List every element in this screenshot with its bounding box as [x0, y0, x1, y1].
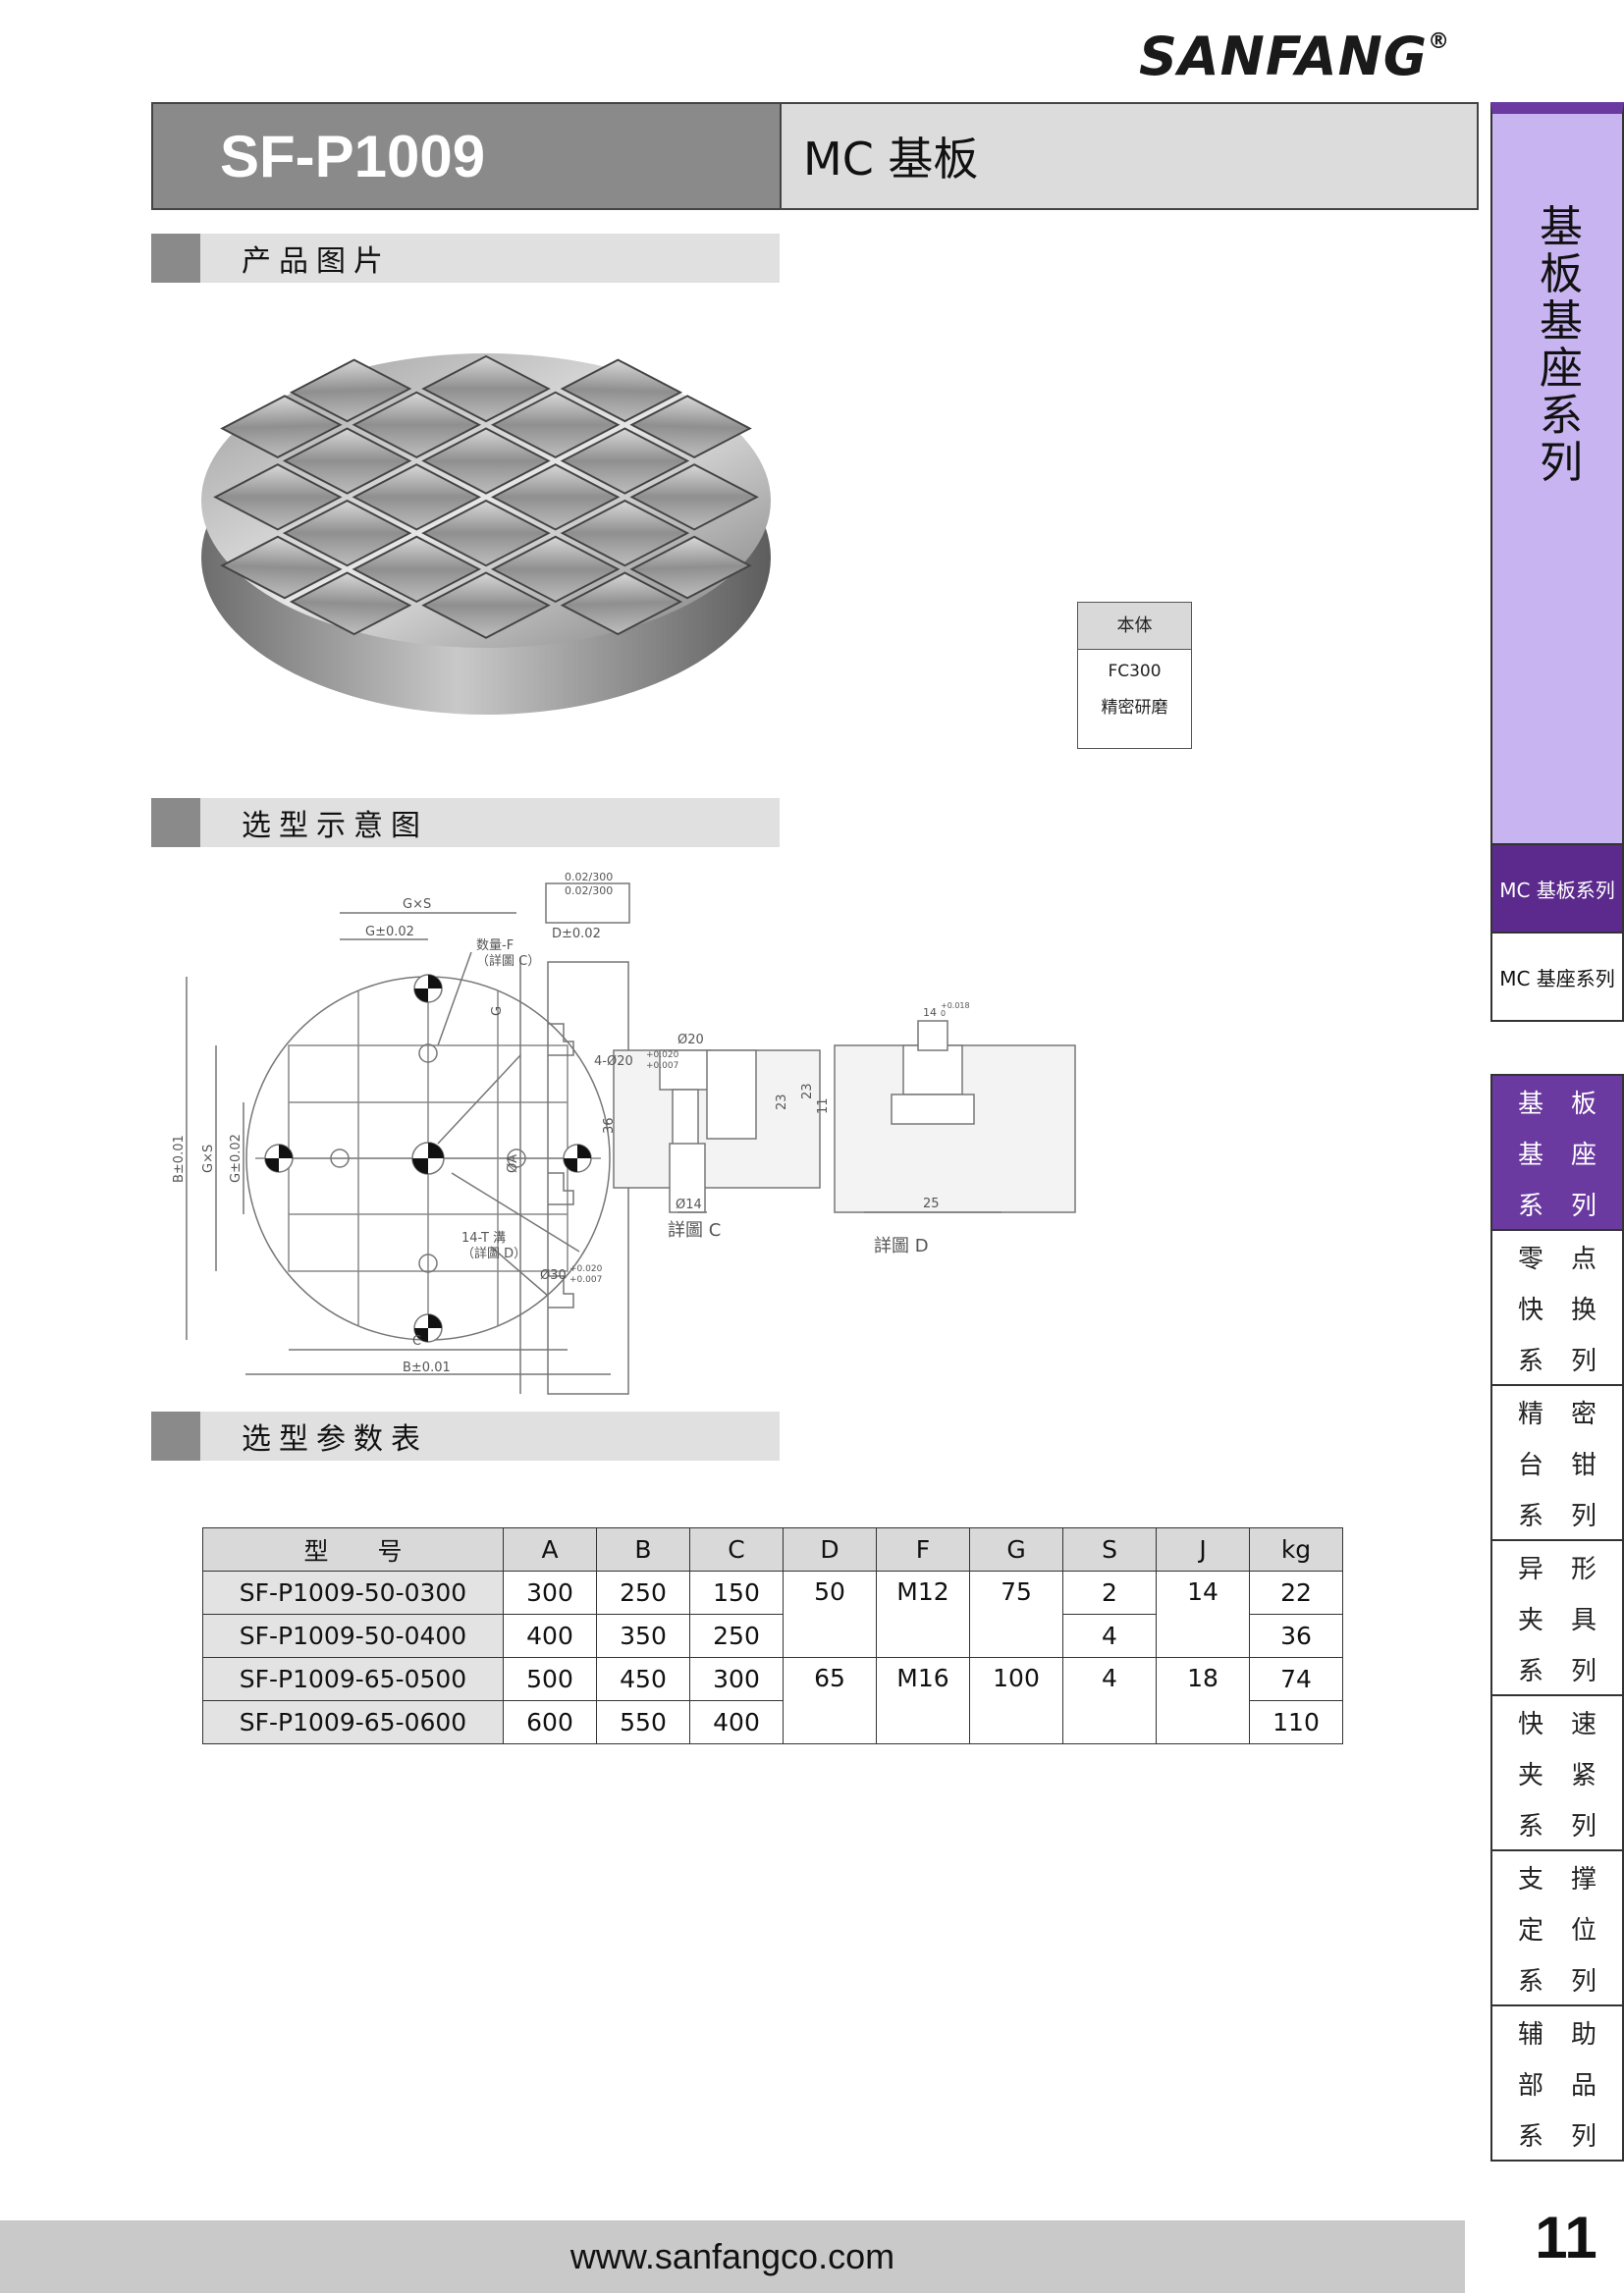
- product-image: [201, 353, 771, 715]
- svg-text:11: 11: [816, 1097, 831, 1114]
- product-name-block: MC 基板: [782, 104, 1477, 208]
- svg-text:詳圖 D: 詳圖 D: [874, 1236, 929, 1256]
- sidebar: 基板基座系列 MC 基板系列 MC 基座系列: [1490, 102, 1624, 1022]
- svg-text:B±0.01: B±0.01: [172, 1135, 187, 1183]
- svg-text:0.02/300: 0.02/300: [565, 871, 613, 883]
- page-number: 11: [1535, 2205, 1597, 2270]
- category-accessories-series[interactable]: 辅助 部品 系列: [1490, 2004, 1624, 2162]
- svg-text:C: C: [412, 1334, 421, 1349]
- svg-text:B±0.01: B±0.01: [403, 1361, 451, 1375]
- svg-text:+0.007: +0.007: [569, 1275, 602, 1285]
- grid-blocks: [213, 354, 759, 639]
- svg-text:Ø20: Ø20: [677, 1033, 704, 1047]
- material-header: 本体: [1078, 603, 1191, 650]
- svg-text:25: 25: [923, 1197, 940, 1211]
- svg-text:+0.020: +0.020: [646, 1050, 679, 1060]
- svg-text:G×S: G×S: [201, 1145, 216, 1173]
- svg-text:G±0.02: G±0.02: [229, 1134, 244, 1183]
- category-base-series[interactable]: 基板 基座 系列: [1490, 1074, 1624, 1231]
- category-vise-series[interactable]: 精密 台钳 系列: [1490, 1384, 1624, 1541]
- category-custom-fixture-series[interactable]: 异形 夹具 系列: [1490, 1539, 1624, 1696]
- material-spec-box: 本体 FC300 精密研磨: [1077, 602, 1192, 749]
- section-photo-heading: 产品图片: [151, 234, 780, 283]
- svg-text:23: 23: [775, 1094, 789, 1110]
- svg-text:詳圖 C: 詳圖 C: [668, 1220, 721, 1241]
- sidebar-main-tab[interactable]: 基板基座系列: [1490, 102, 1624, 845]
- product-name: MC 基板: [803, 133, 979, 186]
- category-quick-clamp-series[interactable]: 快速 夹紧 系列: [1490, 1694, 1624, 1851]
- svg-text:+0.020: +0.020: [569, 1264, 603, 1274]
- svg-text:G: G: [490, 1006, 505, 1016]
- svg-text:G×S: G×S: [403, 897, 431, 912]
- section-marker: [151, 234, 200, 283]
- parameter-table: 型 号 A B C D F G S J kg SF-P1009-50-0300 …: [202, 1527, 1343, 1744]
- svg-text:14-T 溝: 14-T 溝: [461, 1231, 506, 1246]
- svg-text:数量-F: 数量-F: [476, 938, 514, 953]
- svg-text:+0.007: +0.007: [646, 1061, 678, 1071]
- model-block: SF-P1009: [153, 104, 782, 208]
- table-header-row: 型 号 A B C D F G S J kg: [202, 1527, 1343, 1572]
- svg-text:Ø14: Ø14: [676, 1198, 702, 1212]
- detail-c-section: [613, 1049, 821, 1213]
- sidebar-item-mc-base-plate[interactable]: MC 基板系列: [1490, 845, 1624, 934]
- material-value: FC300: [1108, 662, 1162, 681]
- detail-d-section: [834, 1020, 1076, 1213]
- technical-drawing: G×S G±0.02 数量-F （詳圖 C） 4-Ø20 +0.020 +0.0…: [172, 871, 1076, 1395]
- table-row: SF-P1009-50-0300 300 250 150 50 M12 75 2…: [202, 1571, 1343, 1658]
- title-bar: SF-P1009 MC 基板: [151, 102, 1479, 210]
- sidebar-main-title: 基板基座系列: [1540, 202, 1583, 488]
- svg-text:23: 23: [800, 1083, 815, 1099]
- table-row: SF-P1009-50-0400 400 350 250 4 36: [202, 1614, 1343, 1658]
- section-params-heading: 选型参数表: [151, 1412, 780, 1461]
- svg-text:ØA: ØA: [506, 1154, 520, 1173]
- svg-text:+0.018: +0.018: [941, 1001, 970, 1010]
- category-support-locating-series[interactable]: 支撑 定位 系列: [1490, 1849, 1624, 2006]
- section-marker: [151, 1412, 200, 1461]
- svg-text:D±0.02: D±0.02: [552, 927, 601, 941]
- footer-bar: www.sanfangco.com: [0, 2220, 1465, 2293]
- svg-text:Ø30: Ø30: [540, 1268, 567, 1283]
- website-url: www.sanfangco.com: [569, 2236, 895, 2276]
- sidebar-item-mc-base[interactable]: MC 基座系列: [1490, 934, 1624, 1022]
- svg-text:0.02/300: 0.02/300: [565, 884, 613, 897]
- svg-text:14: 14: [923, 1006, 937, 1019]
- table-row: SF-P1009-65-0600 600 550 400 110: [202, 1700, 1343, 1744]
- category-zero-point-series[interactable]: 零点 快换 系列: [1490, 1229, 1624, 1386]
- section-marker: [151, 798, 200, 847]
- svg-text:36: 36: [602, 1117, 617, 1134]
- table-row: SF-P1009-65-0500 500 450 300 65 M16 100 …: [202, 1657, 1343, 1744]
- material-finish: 精密研磨: [1101, 698, 1168, 718]
- model-number: SF-P1009: [220, 123, 486, 189]
- section-diagram-heading: 选型示意图: [151, 798, 780, 847]
- svg-text:0: 0: [941, 1009, 946, 1018]
- brand-logo: SANFANG®: [1139, 26, 1451, 87]
- svg-text:（詳圖 C）: （詳圖 C）: [476, 953, 540, 969]
- svg-text:4-Ø20: 4-Ø20: [594, 1054, 633, 1069]
- svg-text:（詳圖 D）: （詳圖 D）: [461, 1246, 526, 1261]
- svg-text:G±0.02: G±0.02: [365, 925, 414, 939]
